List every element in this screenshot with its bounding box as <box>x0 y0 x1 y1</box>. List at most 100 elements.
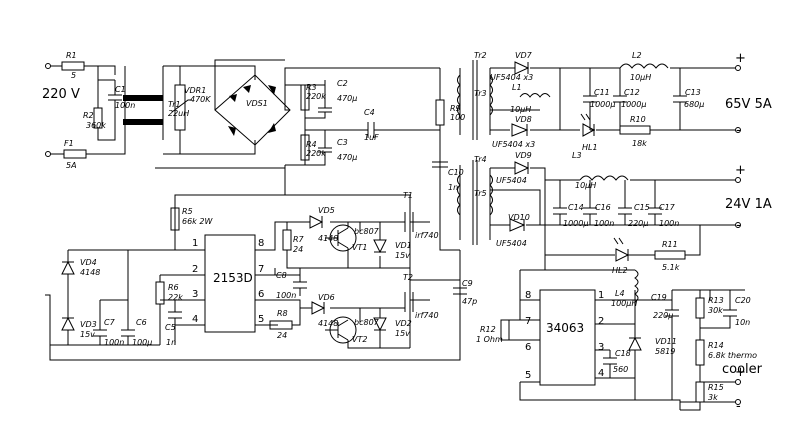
resistor-R10 <box>619 125 651 135</box>
ic1-pin5: 5 <box>258 314 264 325</box>
R7-ref: R7 <box>293 235 305 244</box>
R9-ref: R9 <box>450 104 461 113</box>
C6-ref: C6 <box>136 318 147 327</box>
resistor-R15 <box>695 381 705 403</box>
C17-value: 100n <box>659 219 679 228</box>
C18-value: 560 <box>613 365 628 374</box>
Tr1-value: 22uH <box>168 109 189 118</box>
C18-ref: C18 <box>615 349 631 358</box>
cooler-minus-terminal <box>735 399 741 405</box>
C8-value: 100n <box>276 291 296 300</box>
Tr5-ref: Tr5 <box>474 189 487 198</box>
R12-value: 1 Ohm <box>476 335 503 344</box>
bridge-feed <box>180 65 256 155</box>
C15-value: 220µ <box>628 219 648 228</box>
VD4-ref: VD4 <box>80 258 97 267</box>
C5-value: 1n <box>166 338 176 347</box>
led-HL2 <box>615 248 630 262</box>
VD8-ref: VD8 <box>515 115 532 124</box>
ic2-pin5: 5 <box>525 370 531 381</box>
R2-ref: R2 <box>83 111 94 120</box>
C6-value: 100µ <box>132 338 152 347</box>
VD7-ref: VD7 <box>515 51 533 60</box>
T1-ref: T1 <box>403 191 413 200</box>
ic2-pin1: 1 <box>598 290 604 301</box>
output-24v: VD9 UF5404 VD10 UF5404 L3 10µH C14 1000µ… <box>490 151 772 275</box>
VD1-value: 15v <box>395 251 410 260</box>
cooler-converter: 34063 8 7 6 5 1 2 3 4 R12 1 Ohm C18 560 … <box>476 269 763 414</box>
VD2-value: 15v <box>395 329 410 338</box>
ic1-pin7: 7 <box>258 264 264 275</box>
R7-value: 24 <box>293 245 303 254</box>
C19-value: 220µ <box>653 311 673 320</box>
diode-VD10 <box>509 218 526 232</box>
ic2-pin3: 3 <box>598 342 604 353</box>
ic1-pin3: 3 <box>192 289 198 300</box>
HL1-ref: HL1 <box>582 143 598 152</box>
diode-VD6 <box>311 301 326 315</box>
R3-ref: R3 <box>306 83 317 92</box>
resistor-R3 <box>300 84 310 111</box>
VT1-ref: VT1 <box>352 243 367 252</box>
ic1-pin4: 4 <box>192 314 198 325</box>
C4-value: 1uF <box>364 133 379 142</box>
C17-ref: C17 <box>659 203 676 212</box>
C5-ref: C5 <box>165 323 176 332</box>
C4-ref: C4 <box>364 108 375 117</box>
C9-value: 47p <box>462 297 477 306</box>
inductor-L4 <box>634 269 639 303</box>
C7-value: 100n <box>104 338 124 347</box>
resistor-R13 <box>695 297 705 319</box>
out1-rating: 65V 5A <box>725 97 772 112</box>
VDS1-ref: VDS1 <box>246 99 268 108</box>
C7-ref: C7 <box>104 318 116 327</box>
diode-VD7 <box>514 61 530 75</box>
ic2-pin2: 2 <box>598 316 604 327</box>
ic-2153D <box>204 234 256 333</box>
C14-ref: C14 <box>568 203 584 212</box>
R15-ref: R15 <box>708 383 724 392</box>
C16-value: 100n <box>594 219 614 228</box>
resistor-R6 <box>155 281 165 305</box>
R6-value: 22k <box>168 293 183 302</box>
R8-ref: R8 <box>277 309 288 318</box>
Tr2-ref: Tr2 <box>474 51 487 60</box>
F1-value: 5A <box>66 161 77 170</box>
C19-ref: C19 <box>651 293 667 302</box>
resistor-R2 <box>93 107 103 129</box>
L1-ref: L1 <box>512 83 522 92</box>
L4-value: 100µH <box>611 299 637 308</box>
T1-type: irf740 <box>415 231 439 240</box>
F1-ref: F1 <box>64 139 74 148</box>
diode-VD5 <box>309 215 324 229</box>
thermistor-R14 <box>695 339 705 366</box>
out2-plus: + <box>735 163 746 178</box>
out2-minus: - <box>736 218 741 233</box>
C20-ref: C20 <box>735 296 751 305</box>
VD3-ref: VD3 <box>80 320 97 329</box>
L2-value: 10µH <box>630 73 651 82</box>
ic1-pin1: 1 <box>192 238 198 249</box>
L1-value: 10µH <box>510 105 531 114</box>
ic2-label: 34063 <box>546 321 584 335</box>
R8-value: 24 <box>277 331 287 340</box>
diode-VD9 <box>514 161 530 175</box>
L2-ref: L2 <box>632 51 642 60</box>
R1-value: 5 <box>71 71 76 80</box>
R13-ref: R13 <box>708 296 724 305</box>
high-side-switch: VD5 4148 bc807 VT1 R7 24 VD1 15v T1 irf7… <box>274 191 439 300</box>
VT2-type: bc807 <box>354 318 380 327</box>
C3-ref: C3 <box>337 138 348 147</box>
R10-value: 18k <box>632 139 647 148</box>
C16-ref: C16 <box>595 203 611 212</box>
VT1-type: bc807 <box>354 227 380 236</box>
driver-supply: VD4 4148 VD3 15v C7 100n C6 100µ <box>45 249 461 361</box>
cooler-plus-terminal <box>735 379 741 385</box>
VD11-value: 5819 <box>655 347 675 356</box>
R11-value: 5.1k <box>662 263 680 272</box>
ic1-pin2: 2 <box>192 264 198 275</box>
resistor-R12 <box>500 319 510 341</box>
mains-input: 220 V R1 5 C1 100n R2 360k F1 5A Tr1 22u… <box>42 51 440 170</box>
VD4-value: 4148 <box>80 268 100 277</box>
